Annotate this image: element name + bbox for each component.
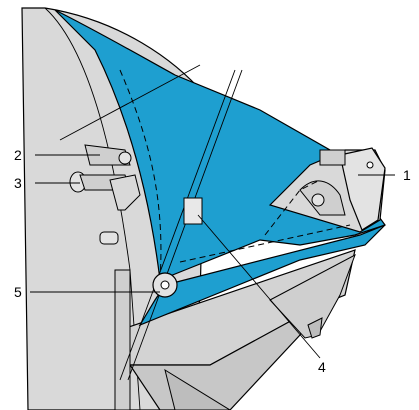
sensor-end [118,151,132,165]
cable [59,64,201,141]
leader-4 [197,214,321,359]
lever-arm [109,174,141,211]
right-arm-pin [366,161,374,169]
callout-1: 1 [403,167,411,183]
fold-line-b [264,179,321,236]
trough-funnel-right [269,253,356,339]
right-inner-bolt [311,193,325,207]
trough-funnel-left [164,368,231,410]
rod-2 [127,69,243,381]
roller-hub [160,280,170,290]
callout-2: 2 [14,147,22,163]
right-arm-plate [339,147,386,231]
trough-spout [307,317,323,339]
stub-cylinder [99,231,119,245]
rod-1 [119,69,236,381]
sensor-housing [84,144,131,166]
callout-4: 4 [318,359,326,375]
support-bracket [114,269,131,410]
center-bracket [183,197,203,225]
fabric-lower [138,224,386,327]
fold-line-c [179,224,351,263]
callout-5: 5 [14,284,22,300]
wall-inner-edge [44,7,141,410]
callout-3: 3 [14,175,22,191]
right-motor [319,149,346,166]
